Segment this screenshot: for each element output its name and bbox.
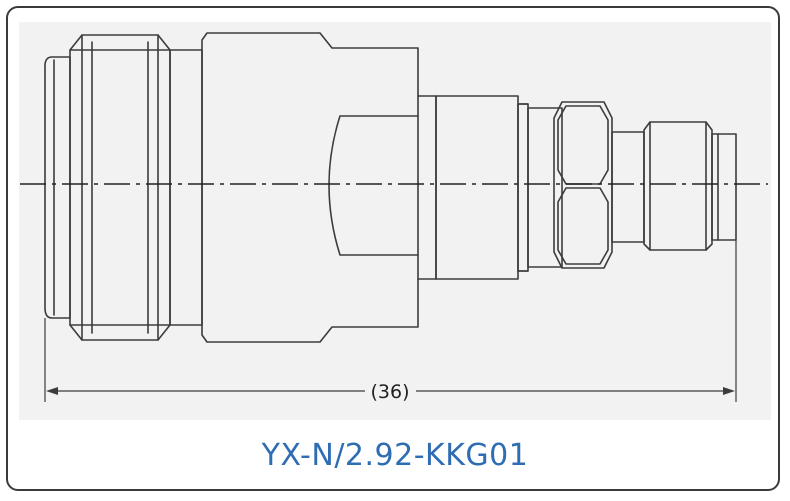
dimension-label: (36) [370, 381, 409, 403]
n-connector-end-face [44, 56, 71, 319]
hex-nut-face-lower [557, 187, 609, 265]
drawing-panel [19, 22, 771, 420]
model-caption: YX-N/2.92-KKG01 [261, 438, 529, 473]
neck [527, 107, 563, 268]
tip [711, 133, 737, 241]
dimension-arrow-left [46, 387, 58, 395]
knurled-coupling-2-92 [643, 121, 713, 251]
wrench-flat [328, 115, 419, 256]
dimension-arrow-right [723, 387, 735, 395]
hex-nut-2-92 [553, 101, 613, 269]
